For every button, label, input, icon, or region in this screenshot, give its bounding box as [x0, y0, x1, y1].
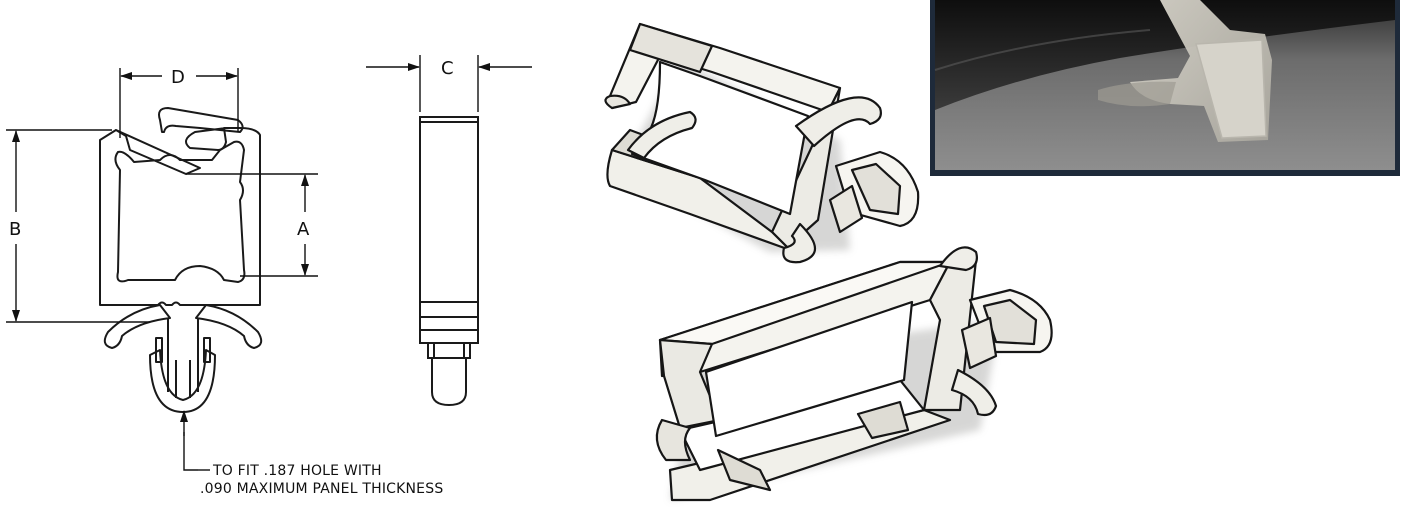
clip-latch: [115, 129, 201, 175]
anchor-shaft: [167, 318, 199, 398]
side-view-drawing: [419, 116, 479, 407]
dimension-a-label: A: [297, 219, 310, 240]
dimension-c-label: C: [441, 58, 454, 79]
anchor-outline: [149, 349, 216, 413]
dimension-b-label: B: [9, 219, 21, 240]
side-body: [419, 116, 479, 344]
render-clip-top: [604, 22, 920, 264]
side-view-dimensions: [366, 55, 532, 112]
dimension-d-label: D: [171, 67, 185, 88]
anchor-tabs: [155, 337, 211, 363]
note-line-2: .090 MAXIMUM PANEL THICKNESS: [200, 481, 443, 497]
clip-inner-window: [114, 140, 246, 283]
clip-hook: [158, 107, 244, 133]
note-line-1: TO FIT .187 HOLE WITH: [212, 463, 382, 479]
front-view-dimensions: [6, 68, 318, 471]
front-view-drawing: [99, 107, 263, 413]
side-anchor: [427, 343, 471, 407]
clip-left-arm: [103, 304, 171, 349]
clip-outline: [99, 127, 261, 306]
photo-inset: [930, 0, 1400, 176]
render-clip-bottom: [655, 246, 1053, 502]
clip-right-arm: [195, 304, 263, 349]
